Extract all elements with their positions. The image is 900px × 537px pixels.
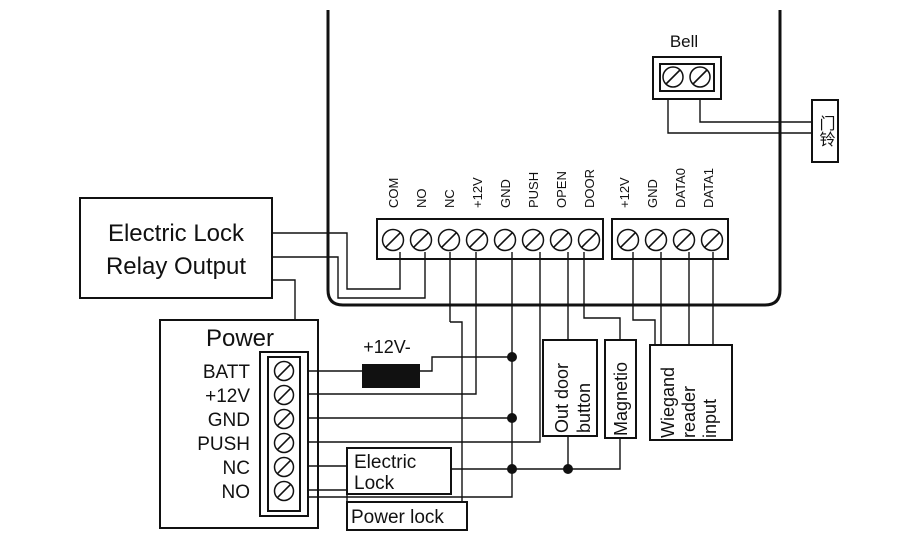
battery-label: +12V- (363, 337, 411, 357)
terminal-screw (644, 228, 668, 252)
power-lock-box (346, 501, 468, 531)
power-terminal-block (259, 351, 309, 517)
terminal-screw (273, 432, 295, 454)
terminal-label-gnd: GND (498, 179, 513, 208)
terminal-screw (409, 228, 433, 252)
bell-terminal-block (652, 56, 722, 100)
out-door-button-line2: button (574, 383, 594, 433)
terminal-screw (521, 228, 545, 252)
bell-label: Bell (670, 32, 698, 51)
terminal-screw (616, 228, 640, 252)
electric-lock-line2: Lock (354, 473, 395, 494)
terminal-screw (493, 228, 517, 252)
controller-board (326, 10, 782, 307)
terminal-label-com: COM (386, 178, 401, 208)
power-label-no: NO (222, 482, 251, 503)
terminal-screw (700, 228, 724, 252)
out-door-button-line1: Out door (552, 363, 572, 433)
power-title: Power (206, 325, 274, 352)
junction-dot (563, 464, 573, 474)
terminal-label-data0: DATA0 (673, 168, 688, 208)
power-label-gnd: GND (208, 410, 250, 431)
power-label-12v: +12V (205, 386, 250, 407)
terminal-label-12v: +12V (470, 177, 485, 208)
wiegand-reader-line3: input (700, 399, 720, 438)
terminal-label-no: NO (414, 189, 429, 209)
main-terminal-labels: COM NO NC +12V GND PUSH OPEN DOOR (386, 169, 597, 208)
power-label-batt: BATT (203, 362, 251, 383)
terminal-screw (549, 228, 573, 252)
battery (362, 364, 420, 388)
magnetio-label: Magnetio (611, 362, 631, 436)
wiegand-reader-line2: reader (679, 386, 699, 438)
electric-lock-line1: Electric (354, 452, 416, 473)
junction-dot (507, 413, 517, 423)
wiegand-reader-line1: Wiegand (658, 367, 678, 438)
wiegand-reader-box (649, 344, 733, 441)
relay-output-box (79, 197, 273, 299)
terminal-label-w12v: +12V (617, 177, 632, 208)
terminal-screw (465, 228, 489, 252)
relay-output-line2: Relay Output (106, 253, 246, 280)
terminal-screw (577, 228, 601, 252)
relay-output-line1: Electric Lock (108, 220, 245, 247)
main-terminal-block (376, 218, 604, 260)
terminal-label-data1: DATA1 (701, 168, 716, 208)
terminal-label-wgnd: GND (645, 179, 660, 208)
terminal-label-nc: NC (442, 189, 457, 208)
terminal-screw (273, 408, 295, 430)
wiegand-terminal-labels: +12V GND DATA0 DATA1 (617, 168, 716, 208)
terminal-screw (273, 480, 295, 502)
door-bell-box (811, 99, 839, 163)
terminal-screw (273, 384, 295, 406)
terminal-screw (672, 228, 696, 252)
electric-lock-box (346, 447, 452, 495)
out-door-button-box (542, 339, 598, 437)
junction-dot (507, 464, 517, 474)
power-terminal-labels: BATT +12V GND PUSH NC NO (197, 362, 250, 503)
magnetio-box (604, 339, 637, 439)
wiegand-terminal-block (611, 218, 729, 260)
terminal-label-door: DOOR (582, 169, 597, 208)
terminal-screw (273, 456, 295, 478)
terminal-screw (437, 228, 461, 252)
terminal-label-open: OPEN (554, 171, 569, 208)
power-lock-label: Power lock (351, 507, 444, 528)
junction-dot (507, 352, 517, 362)
power-label-nc: NC (223, 458, 250, 479)
door-bell-chinese-label: 门铃 (817, 115, 836, 147)
terminal-label-push: PUSH (526, 172, 541, 208)
power-label-push: PUSH (197, 434, 250, 455)
terminal-screw (273, 360, 295, 382)
terminal-screw (381, 228, 405, 252)
